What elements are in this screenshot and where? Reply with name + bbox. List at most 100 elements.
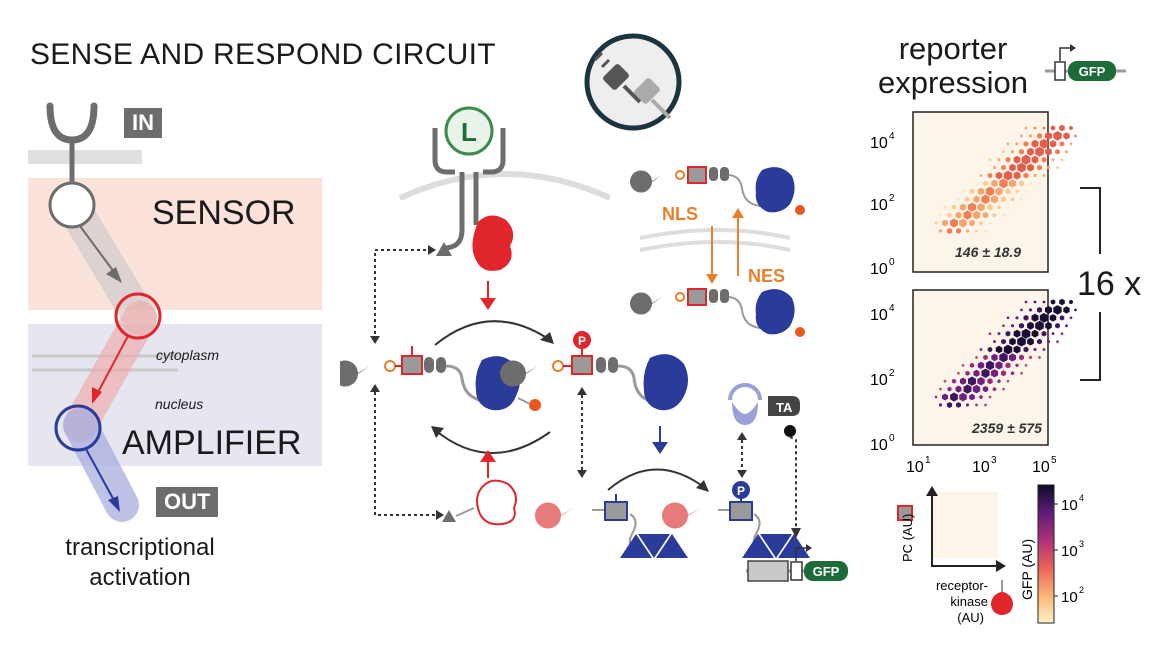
hexbin-cell — [1028, 308, 1033, 312]
hexbin-cell — [1000, 370, 1007, 377]
hexbin-cell — [1033, 173, 1037, 178]
hexbin-cell — [1065, 150, 1068, 154]
amplifier-phosphorylated: P — [662, 481, 810, 558]
arrow-head-blue — [108, 496, 120, 512]
hexbin-cell — [1011, 150, 1014, 154]
legend-background — [932, 492, 998, 558]
x-tick-1: 10 — [906, 459, 924, 476]
colorbar-tick-3: 10 — [1061, 589, 1078, 606]
ta-bead — [784, 425, 796, 437]
hexbin-cell — [1038, 355, 1041, 359]
hexbin-cell — [1020, 308, 1023, 312]
y-tick-bottom-2: 10 — [870, 372, 888, 389]
plot-top-y-axis: 10 4 10 2 10 0 — [870, 131, 895, 278]
hexbin-cell — [955, 385, 962, 393]
hexbin-cell — [1013, 171, 1021, 180]
hexbin-cell — [1031, 313, 1039, 322]
y-tick-exp-bottom-3: 0 — [889, 433, 895, 444]
gfp-gene — [804, 561, 848, 581]
hexbin-cell — [1013, 329, 1021, 338]
receptor-arm-left — [432, 128, 455, 175]
legend-y-axis-label: PC (AU) — [900, 514, 915, 562]
hexbin-cell — [1023, 141, 1029, 147]
hexbin-cell — [968, 202, 976, 212]
hexbin-cell — [982, 212, 989, 219]
hexbin-cell — [1069, 299, 1073, 305]
hexbin-cell — [969, 219, 975, 227]
hexbin-cell — [1001, 164, 1006, 171]
kinase-active-icon — [472, 215, 514, 271]
hexbin-cell — [1031, 155, 1039, 164]
hexbin-cell — [1000, 196, 1007, 203]
hexbin-cell — [1037, 164, 1042, 171]
hexbin-cell — [997, 158, 1001, 162]
diagram-title: SENSE AND RESPOND CIRCUIT — [30, 38, 496, 71]
adaptor-triangle-top — [436, 242, 452, 256]
hexbin-cell — [1045, 305, 1052, 314]
hexbin-cell — [975, 403, 978, 407]
hexbin-cell — [984, 229, 987, 233]
hexbin-cell — [1051, 332, 1055, 336]
arrow-shaft-grey — [79, 225, 118, 277]
hexbin-cell — [1005, 330, 1011, 337]
legend-x-axis-line3: (AU) — [957, 610, 984, 625]
hexbin-cell — [975, 229, 978, 233]
y-tick-top-1: 10 — [870, 135, 888, 152]
colorbar-tick-2: 10 — [1061, 543, 1078, 560]
hexbin-cell — [1069, 125, 1073, 131]
hexbin-cell — [977, 377, 985, 386]
colorbar-tick-exp-3: 2 — [1079, 585, 1084, 595]
hexbin-cell — [1005, 362, 1011, 369]
plot-top-stat: 146 ± 18.9 — [955, 244, 1022, 260]
hexbin-cell — [1009, 163, 1016, 172]
hexbin-cell — [1015, 363, 1019, 368]
y-tick-exp-top-1: 4 — [889, 131, 895, 142]
hexbin-cell — [1023, 346, 1029, 353]
hexbin-cell — [977, 203, 985, 212]
hexbin-cell — [1037, 338, 1042, 345]
hexbin-cell — [993, 166, 996, 170]
hexbin-cell — [965, 370, 970, 376]
hexbin-cell — [1027, 147, 1034, 156]
promoter-arrow-icon — [806, 544, 812, 552]
hexbin-cell — [1024, 189, 1028, 193]
hexbin-cell — [990, 369, 999, 378]
hexbin-cell — [1074, 308, 1077, 312]
hexbin-cell — [999, 352, 1008, 363]
y-tick-exp-top-3: 0 — [889, 257, 895, 268]
reporter-promoter-box — [1054, 61, 1066, 81]
hexbin-cell — [1020, 371, 1023, 375]
hexbin-cell — [990, 195, 999, 204]
hexbin-cell — [1005, 188, 1011, 195]
hexbin-cell — [943, 205, 947, 209]
plot-bottom-hexbin — [934, 298, 1077, 408]
hexbin-cell — [1060, 332, 1064, 336]
hexbin-cell — [955, 211, 962, 219]
y-tick-exp-top-2: 2 — [889, 193, 895, 204]
hexbin-cell — [946, 228, 953, 234]
ta-label: TA — [776, 400, 793, 415]
hexbin-cell — [979, 394, 983, 400]
hexbin-cell — [1010, 371, 1015, 376]
amplifier-label: AMPLIFIER — [122, 424, 302, 462]
hexbin-cell — [975, 355, 978, 359]
hexbin-cell — [1006, 316, 1010, 320]
hexbin-cell — [988, 395, 992, 399]
signal-path-blue — [63, 408, 139, 522]
hexbin-cell — [1059, 141, 1065, 147]
hexbin-cell — [1015, 189, 1019, 194]
activator-domain-icon — [732, 402, 758, 425]
hexbin-cell — [943, 379, 947, 383]
ligand-label: L — [461, 117, 477, 147]
hexbin-cell — [946, 402, 953, 408]
hexbin-cell — [942, 393, 948, 401]
hexbin-cell — [995, 345, 1003, 354]
adaptor-triangle-bottom — [442, 510, 456, 522]
y-tick-bottom-3: 10 — [870, 437, 888, 454]
hexbin-cell — [1009, 179, 1016, 188]
hexbin-cell — [938, 403, 943, 407]
curved-arrow-back — [434, 429, 551, 454]
hexbin-cell — [987, 378, 993, 385]
hexbin-cell — [982, 386, 989, 393]
circuit-overview-graphic — [28, 102, 322, 522]
